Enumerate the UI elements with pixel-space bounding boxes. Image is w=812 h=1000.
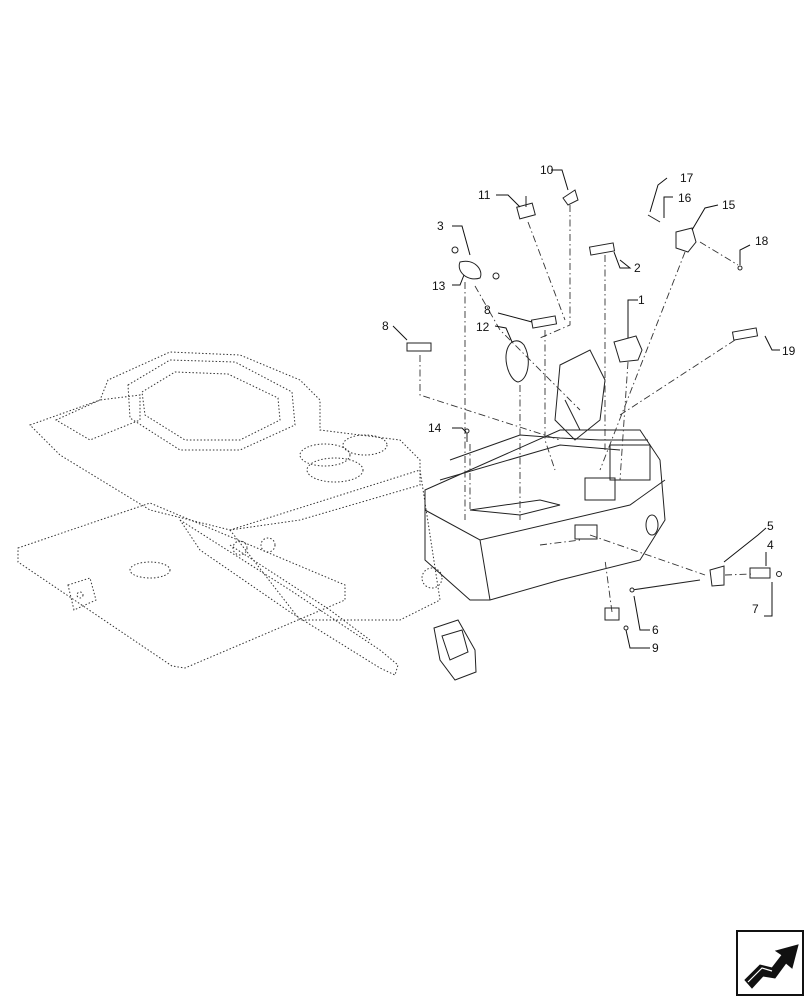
callout-13: 13 [432,279,446,293]
callout-2: 2 [634,261,641,275]
callout-11: 11 [478,188,491,202]
hardware-parts [406,189,782,631]
main-control-console [424,349,666,601]
assembly-leader-lines [419,205,753,613]
callout-labels: 10 11 3 13 2 1 8 12 8 14 17 16 15 18 19 … [382,163,796,655]
cab-floor-platform [17,351,477,681]
callout-8-upper: 8 [484,303,491,317]
callout-8-left: 8 [382,319,389,333]
next-page-arrow-icon[interactable] [736,930,804,996]
callout-10: 10 [540,163,554,177]
callout-4: 4 [767,538,774,552]
callout-12: 12 [476,320,490,334]
callout-6: 6 [652,623,659,637]
callout-3: 3 [437,219,444,233]
callout-7: 7 [752,602,759,616]
callout-1: 1 [638,293,645,307]
callout-16: 16 [678,191,692,205]
callout-14: 14 [428,421,442,435]
callout-19: 19 [782,344,796,358]
callout-9: 9 [652,641,659,655]
callout-18: 18 [755,234,769,248]
callout-17: 17 [680,171,694,185]
callout-5: 5 [767,519,774,533]
callout-15: 15 [722,198,736,212]
callout-pointers [392,169,780,649]
